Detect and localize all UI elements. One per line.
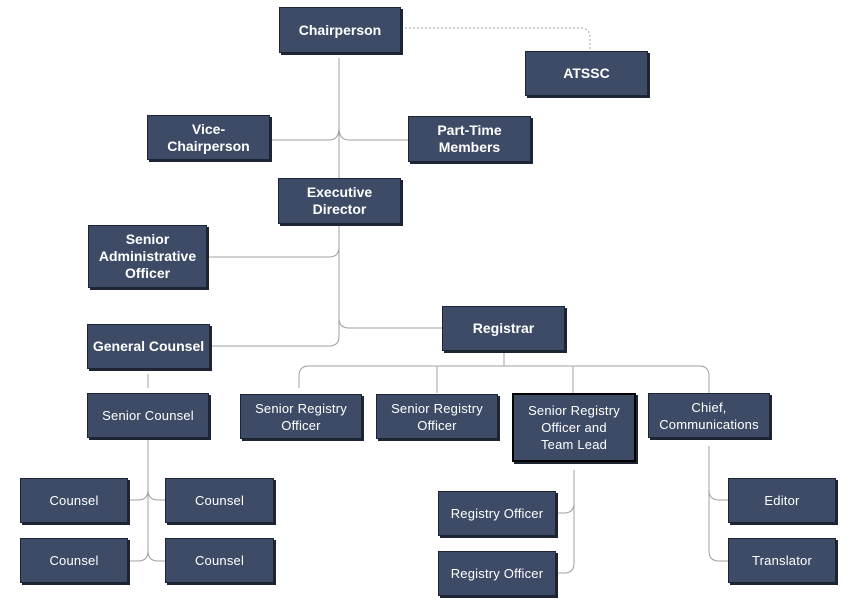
registry-officer-label-1: Registry Officer bbox=[450, 506, 544, 521]
chief-communications-box: Chief, Communications bbox=[648, 393, 770, 438]
connector-vice bbox=[270, 127, 340, 141]
connector-ro1 bbox=[557, 502, 575, 514]
counsel-label-2: Counsel bbox=[194, 493, 245, 508]
registry-officer-box-1: Registry Officer bbox=[438, 491, 556, 536]
dotted-link-atssc bbox=[401, 27, 591, 50]
editor-label: Editor bbox=[764, 493, 800, 508]
executive-director-box: Executive Director bbox=[278, 178, 401, 224]
counsel-box-2: Counsel bbox=[165, 478, 274, 523]
translator-label: Translator bbox=[751, 553, 813, 568]
counsel-label-1: Counsel bbox=[49, 493, 99, 508]
registrar-box: Registrar bbox=[442, 306, 565, 351]
connector-senior-admin bbox=[207, 246, 340, 258]
senior-registry-officer-team-lead-box: Senior Registry Officer and Team Lead bbox=[512, 393, 636, 462]
senior-admin-officer-box: Senior Administrative Officer bbox=[88, 225, 207, 288]
registrar-label: Registrar bbox=[472, 320, 535, 336]
connector-registry-bus bbox=[298, 365, 710, 393]
counsel-box-3: Counsel bbox=[20, 538, 128, 583]
executive-director-label: Executive Director bbox=[306, 184, 373, 217]
connector-lead-ro bbox=[557, 470, 575, 574]
senior-registry-officer-label-1: Senior Registry Officer bbox=[255, 400, 347, 433]
connector-chief-down bbox=[708, 446, 728, 562]
registry-officer-label-2: Registry Officer bbox=[450, 566, 544, 581]
connector-counsel1 bbox=[128, 489, 149, 501]
atssc-label: ATSSC bbox=[563, 65, 610, 81]
registry-officer-box-2: Registry Officer bbox=[438, 551, 556, 596]
senior-counsel-label: Senior Counsel bbox=[102, 408, 194, 423]
counsel-box-1: Counsel bbox=[20, 478, 128, 523]
connector-general-counsel bbox=[207, 318, 340, 347]
connector-counsel3 bbox=[128, 550, 149, 562]
vice-chairperson-label: Vice- Chairperson bbox=[167, 120, 250, 154]
general-counsel-label: General Counsel bbox=[92, 338, 205, 354]
vice-chairperson-box: Vice- Chairperson bbox=[147, 115, 270, 160]
senior-registry-officer-label-2: Senior Registry Officer bbox=[391, 400, 483, 433]
counsel-label-4: Counsel bbox=[194, 553, 245, 568]
connector-editor bbox=[708, 489, 728, 501]
chairperson-label: Chairperson bbox=[298, 21, 382, 38]
part-time-members-box: Part-Time Members bbox=[408, 116, 531, 162]
connector-counsel2 bbox=[147, 489, 165, 501]
editor-box: Editor bbox=[728, 478, 836, 523]
senior-counsel-box: Senior Counsel bbox=[87, 393, 209, 438]
chairperson-box: Chairperson bbox=[279, 7, 401, 53]
part-time-members-label: Part-Time Members bbox=[437, 122, 502, 155]
counsel-box-4: Counsel bbox=[165, 538, 274, 583]
senior-registry-officer-box-1: Senior Registry Officer bbox=[240, 394, 362, 439]
senior-registry-officer-team-lead-label: Senior Registry Officer and Team Lead bbox=[528, 403, 620, 452]
translator-box: Translator bbox=[728, 538, 836, 583]
general-counsel-box: General Counsel bbox=[87, 324, 210, 369]
senior-registry-officer-box-2: Senior Registry Officer bbox=[376, 394, 498, 439]
senior-admin-officer-label: Senior Administrative Officer bbox=[98, 231, 197, 281]
atssc-box: ATSSC bbox=[525, 51, 648, 96]
chief-communications-label: Chief, Communications bbox=[659, 399, 759, 432]
connector-counsel4 bbox=[147, 550, 165, 562]
connector-registrar bbox=[338, 317, 442, 329]
counsel-label-3: Counsel bbox=[49, 553, 99, 568]
connector-parttime bbox=[338, 127, 408, 141]
